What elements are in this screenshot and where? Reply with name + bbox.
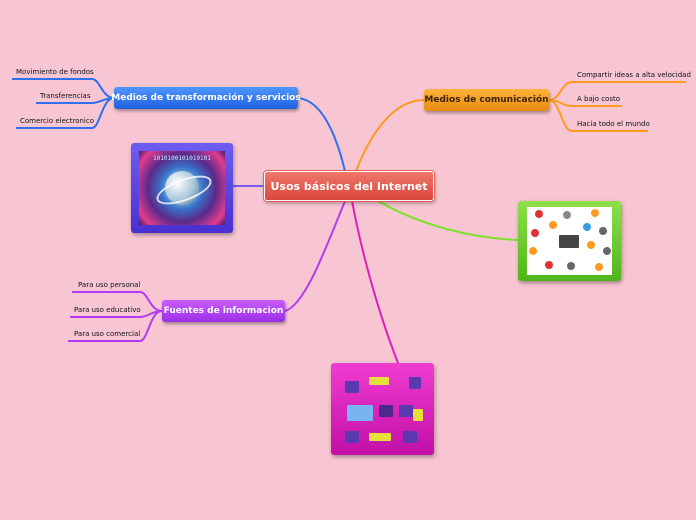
computer-icon [345,431,359,443]
link-fuentes-leaf-3 [68,310,163,342]
link-transformacion-leaf-3 [16,97,115,129]
circuit-chip-icon [369,433,391,441]
central-topic[interactable]: Usos básicos del Internet [264,171,434,201]
network-node-icon [545,261,553,269]
circuit-chip-icon [413,409,423,421]
link-comunicacion-leaf-3 [548,99,648,132]
network-node-icon [591,209,599,217]
circuit-image-art [339,371,426,447]
branch-fuentes[interactable]: Fuentes de informacion [162,300,285,322]
branch-fuentes-label: Fuentes de informacion [163,306,284,316]
computer-icon [379,405,393,417]
leaf-uso-comercial[interactable]: Para uso comercial [74,330,141,338]
leaf-transferencias[interactable]: Transferencias [40,92,91,100]
computer-icon [409,377,421,389]
network-node-icon [563,211,571,219]
branch-transformacion-label: Medios de transformación y servicios [111,93,301,103]
computer-icon [403,431,417,443]
computer-icon [399,405,413,417]
network-node-icon [529,247,537,255]
network-node-icon [603,247,611,255]
branch-comunicacion-label: Medios de comunicación [424,95,549,105]
leaf-hacia-todo-el-mundo[interactable]: Hacia todo el mundo [577,120,650,128]
globe-icon [165,171,199,205]
network-image[interactable] [518,201,621,281]
circuit-image[interactable] [331,363,434,455]
network-node-icon [595,263,603,271]
network-node-icon [587,241,595,249]
globe-image[interactable]: 1010100101010101 [131,143,233,233]
leaf-uso-personal[interactable]: Para uso personal [78,281,141,289]
network-image-art [527,207,612,275]
branch-transformacion[interactable]: Medios de transformación y servicios [111,87,301,109]
network-node-icon [583,223,591,231]
link-central-transformacion [297,97,346,172]
network-node-icon [531,229,539,237]
leaf-compartir-ideas[interactable]: Compartir ideas a alta velocidad [577,71,691,79]
circuit-board-icon [347,405,373,421]
leaf-comercio-electronico[interactable]: Comercio electronico [20,117,94,125]
link-central-comunicacion [355,99,425,172]
link-central-fuentes [284,200,346,312]
central-topic-label: Usos básicos del Internet [270,179,428,193]
leaf-movimiento-de-fondos[interactable]: Movimiento de fondos [16,68,94,76]
globe-image-art: 1010100101010101 [139,151,225,225]
computer-icon [345,381,359,393]
leaf-a-bajo-costo[interactable]: A bajo costo [577,95,621,103]
circuit-chip-icon [369,377,389,385]
link-central-circuit-image [351,200,399,364]
branch-comunicacion[interactable]: Medios de comunicación [424,89,549,111]
laptop-icon [559,235,579,248]
network-node-icon [549,221,557,229]
link-central-network-image [377,200,519,241]
network-node-icon [567,262,575,270]
leaf-uso-educativo[interactable]: Para uso educativo [74,306,141,314]
network-node-icon [535,210,543,218]
globe-binary-text: 1010100101010101 [153,155,211,162]
network-node-icon [599,227,607,235]
